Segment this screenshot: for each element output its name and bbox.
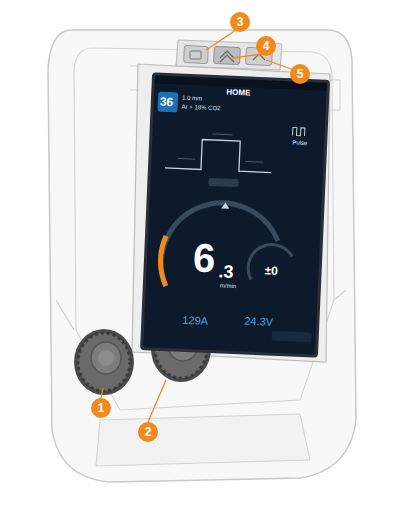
callout-number: 5: [290, 64, 310, 84]
wire-speed-decimal: .3: [218, 262, 234, 281]
wire-speed-unit: m/min: [220, 282, 237, 289]
callout-number: 4: [256, 36, 276, 56]
trim-value: ±0: [264, 264, 278, 277]
callout-number: 1: [91, 398, 111, 418]
callout-number: 2: [138, 422, 158, 442]
wire-speed-value: 6: [192, 237, 216, 278]
voltage-value: 24.3V: [244, 316, 273, 328]
process-mode: Pulse: [292, 139, 307, 146]
current-value: 129A: [182, 315, 208, 327]
wire-diameter: 1.0 mm: [182, 95, 202, 102]
display-screen: 36 HOME 1.0 mm Ar + 18% CO2Pulse 6.3m/min ±0 1…: [140, 72, 330, 357]
shielding-gas: Ar + 18% CO2: [182, 104, 221, 112]
screen-title: HOME: [226, 89, 250, 98]
callout-number: 3: [230, 12, 250, 32]
screen-graphics: [143, 75, 327, 354]
program-number: 36: [160, 96, 174, 109]
